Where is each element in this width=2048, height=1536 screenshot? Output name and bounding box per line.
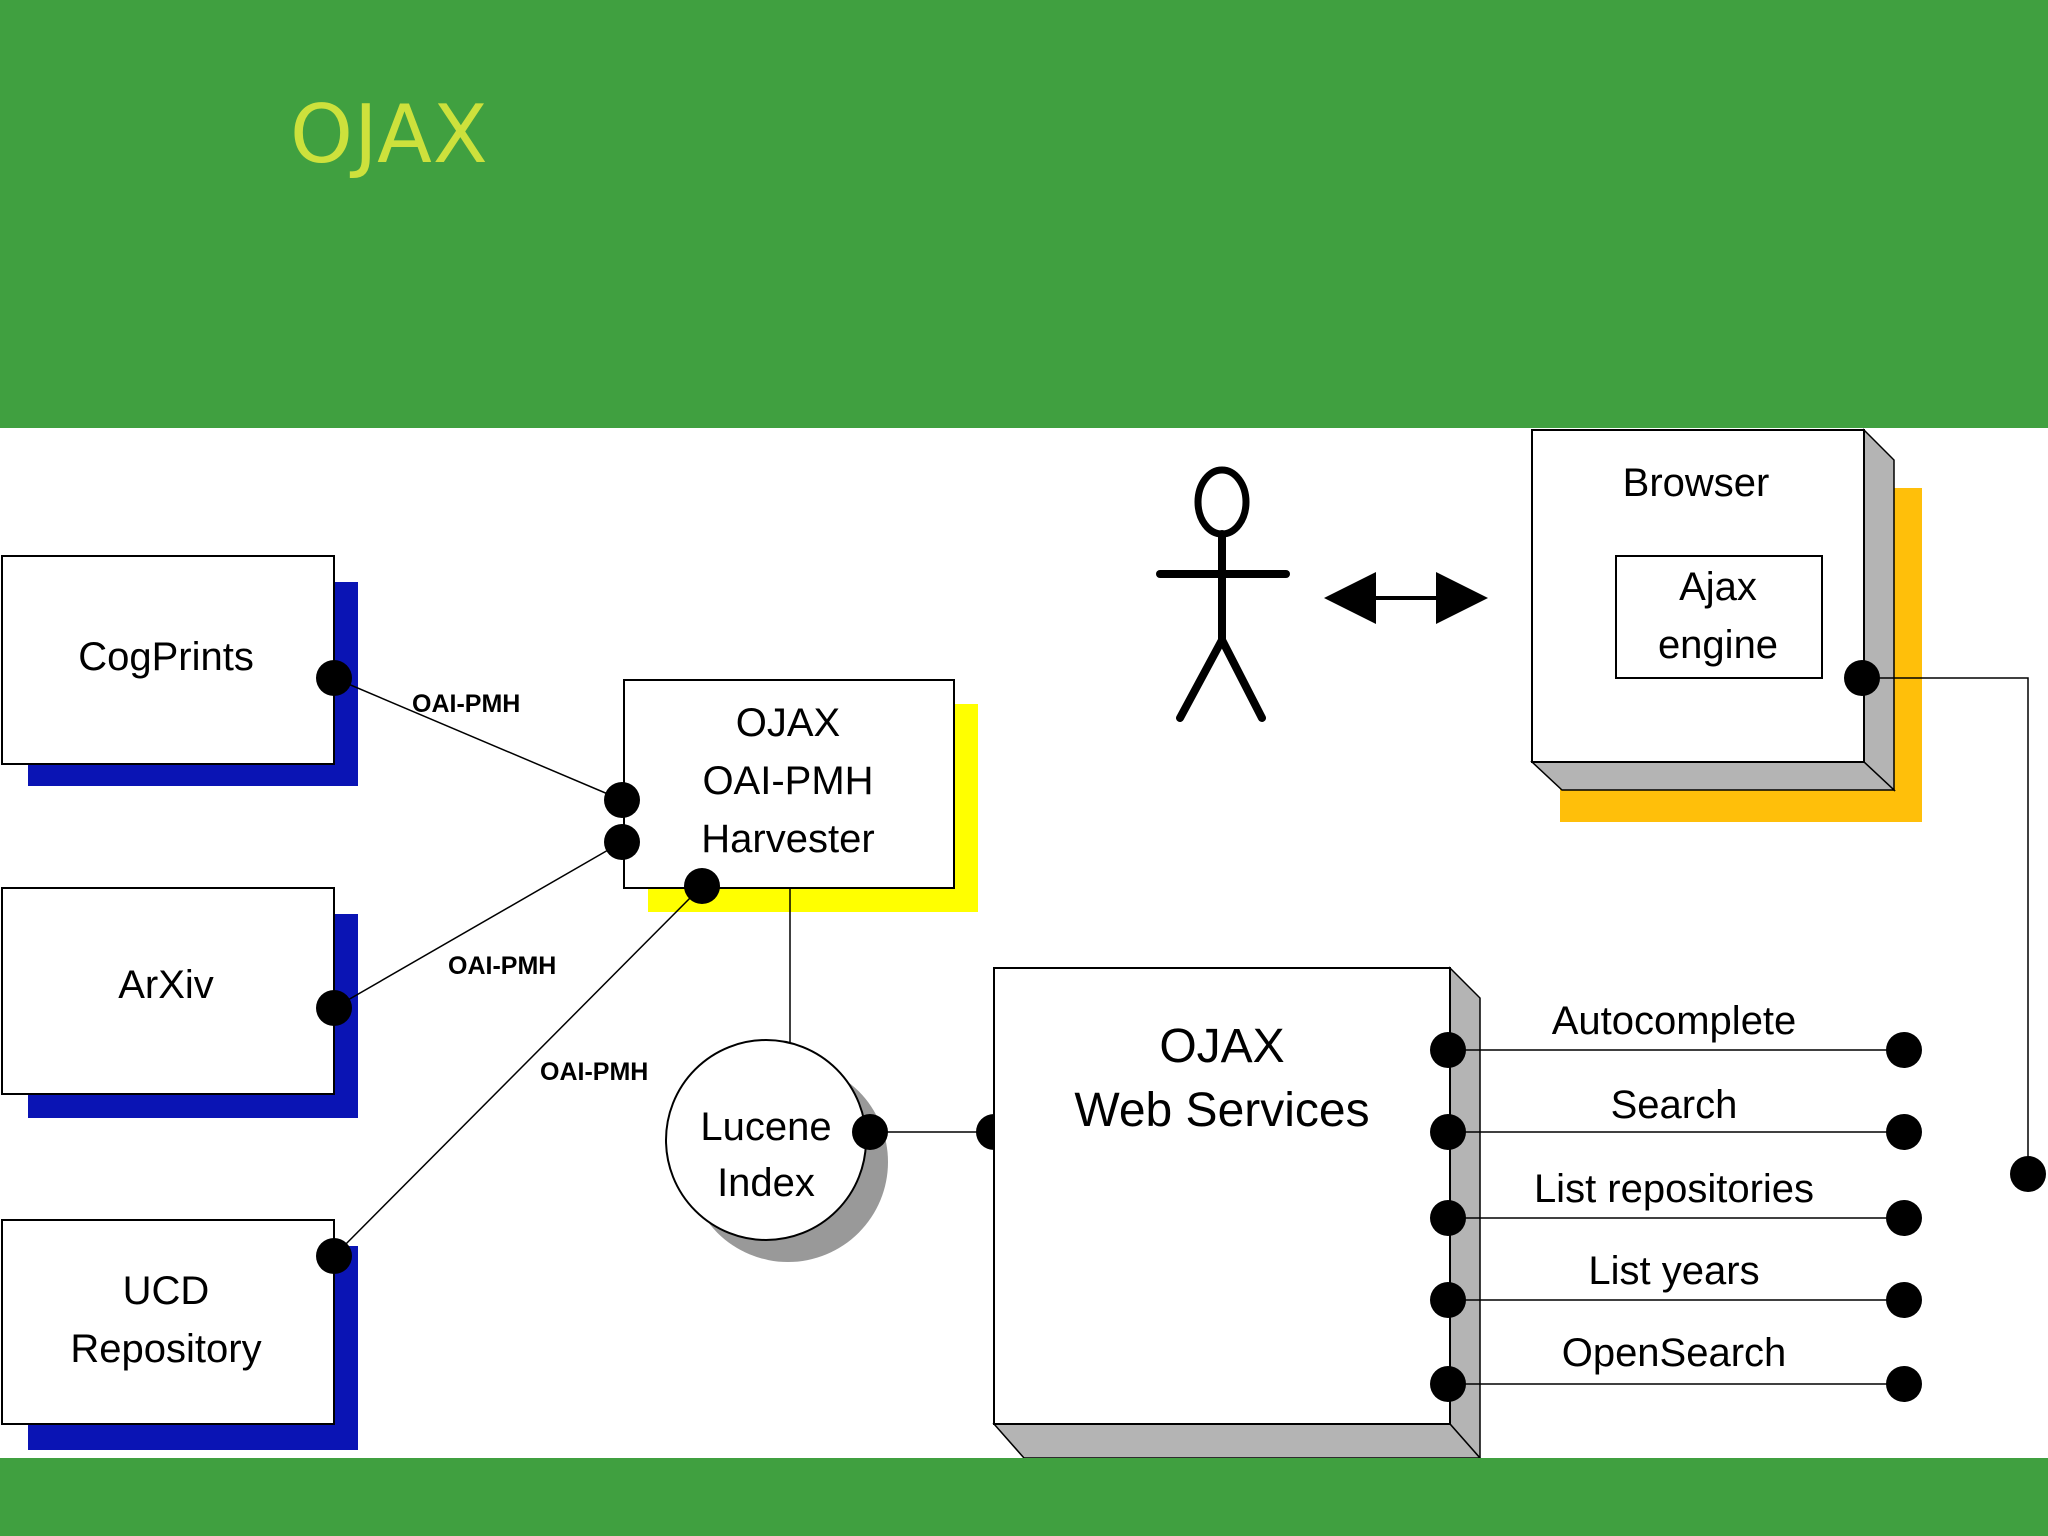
harvester-box — [623, 679, 955, 889]
slide-title: OJAX — [290, 88, 489, 181]
architecture-diagram: CogPrints ArXiv UCD Repository OJAX OAI-… — [1, 428, 2046, 1458]
webservices-box — [993, 967, 1451, 1425]
port-dot — [1886, 1366, 1922, 1402]
service-autocomplete: Autocomplete — [1552, 999, 1797, 1043]
port-dot — [1886, 1200, 1922, 1236]
browser-side — [1863, 428, 1895, 792]
repo-label-arxiv: ArXiv — [118, 963, 214, 1007]
webservices-label-line2: Web Services — [1074, 1084, 1369, 1137]
connector-arxiv — [333, 841, 623, 1009]
port-dot — [1430, 1366, 1466, 1402]
port-dot — [684, 868, 720, 904]
title-band — [0, 0, 2048, 428]
port-dot — [2010, 1156, 2046, 1192]
ajax-engine-label-line1: Ajax — [1679, 565, 1757, 609]
browser: Browser Ajax engine — [1530, 428, 1922, 822]
footer-band — [0, 1458, 2048, 1536]
repo-label-ucd-line1: UCD — [123, 1269, 210, 1313]
oai-pmh-connections: OAI-PMH OAI-PMH OAI-PMH — [316, 660, 720, 1274]
connector-browser-endpoint — [1862, 677, 2029, 1174]
service-list-years: List years — [1588, 1249, 1759, 1293]
service-endpoints: Autocomplete Search List repositories Li… — [1430, 999, 1922, 1402]
harvester-label-line1: OJAX — [736, 701, 840, 745]
lucene-label-line1: Lucene — [700, 1105, 831, 1149]
repo-arxiv: ArXiv — [1, 887, 358, 1118]
port-dot — [316, 660, 352, 696]
lucene-index: Lucene Index — [665, 1039, 888, 1262]
connector-cogprints — [333, 677, 623, 801]
connector-ucd — [333, 885, 703, 1257]
webservices-bottom — [992, 1423, 1482, 1458]
repo-label-ucd-line2: Repository — [70, 1327, 261, 1371]
browser-title: Browser — [1623, 461, 1770, 505]
service-list-repositories: List repositories — [1534, 1167, 1814, 1211]
double-arrow-icon — [1324, 572, 1488, 624]
browser-bottom — [1530, 761, 1896, 791]
service-opensearch: OpenSearch — [1562, 1331, 1787, 1375]
repo-cogprints: CogPrints — [1, 555, 358, 786]
port-dot — [1430, 1032, 1466, 1068]
port-dot — [604, 782, 640, 818]
ajax-engine-label-line2: engine — [1658, 623, 1778, 667]
port-dot — [1844, 660, 1880, 696]
port-dot — [1886, 1282, 1922, 1318]
oai-pmh-label: OAI-PMH — [448, 952, 556, 980]
harvester: OJAX OAI-PMH Harvester — [623, 679, 978, 912]
stick-figure-user-icon — [1156, 466, 1290, 722]
webservices-label-line1: OJAX — [1159, 1020, 1284, 1073]
repo-box — [1, 1219, 335, 1425]
repo-label-cogprints: CogPrints — [78, 635, 254, 679]
port-dot — [1430, 1114, 1466, 1150]
oai-pmh-label: OAI-PMH — [412, 690, 520, 718]
lucene-label-line2: Index — [717, 1161, 815, 1205]
web-services: OJAX Web Services — [992, 966, 1482, 1458]
repo-box — [1, 887, 335, 1095]
port-dot — [316, 1238, 352, 1274]
port-dot — [1886, 1032, 1922, 1068]
port-dot — [604, 824, 640, 860]
harvester-label-line2: OAI-PMH — [702, 759, 873, 803]
ajax-engine-box — [1615, 555, 1823, 679]
service-search: Search — [1611, 1083, 1738, 1127]
harvester-label-line3: Harvester — [701, 817, 874, 861]
repo-ucd: UCD Repository — [1, 1219, 358, 1450]
port-dot — [852, 1114, 888, 1150]
port-dot — [1430, 1282, 1466, 1318]
port-dot — [1430, 1200, 1466, 1236]
oai-pmh-label: OAI-PMH — [540, 1058, 648, 1086]
port-dot — [1886, 1114, 1922, 1150]
port-dot — [316, 990, 352, 1026]
